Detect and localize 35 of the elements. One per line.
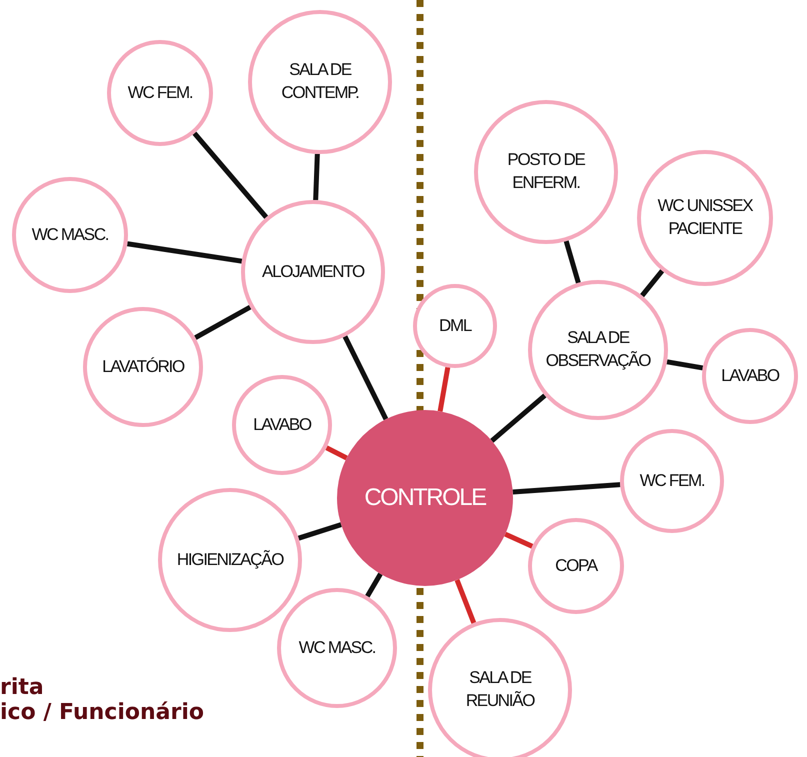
connector-line <box>194 304 252 340</box>
connector-line <box>313 154 320 200</box>
room-label: LAVATÓRIO <box>101 356 186 378</box>
room-label: WC UNISSEX PACIENTE <box>656 195 754 240</box>
connector-line <box>490 394 546 443</box>
connector-line <box>298 522 342 541</box>
connector-line <box>342 335 388 420</box>
connector-line <box>454 579 476 624</box>
room-label: LAVABO <box>720 364 780 387</box>
room-label: SALA DE OBSERVAÇÃO <box>544 327 652 372</box>
room-label: SALA DE CONTEMP. <box>280 59 360 104</box>
connector-line <box>640 269 664 298</box>
connector-line <box>126 241 242 264</box>
room-label: WC FEM. <box>126 82 194 104</box>
room-label: WC MASC. <box>298 636 376 659</box>
room-label: SALA DE REUNIÃO <box>464 667 536 712</box>
connector-line <box>192 132 268 219</box>
legend-text: ico / Funcionário <box>0 700 204 725</box>
room-label: WC MASC. <box>30 224 110 246</box>
legend-text: rita <box>0 675 44 700</box>
room-label: DML <box>438 314 472 337</box>
connector-line <box>365 572 383 598</box>
connector-line <box>512 482 620 494</box>
connector-line <box>325 446 348 460</box>
connector-line <box>438 366 450 412</box>
connector-line <box>564 240 581 284</box>
room-label: HIGIENIZAÇÃO <box>176 548 285 571</box>
room-label: CONTROLE <box>363 482 488 513</box>
room-label: POSTO DE ENFERM. <box>506 149 586 194</box>
room-label: WC FEM. <box>638 470 706 492</box>
connector-line <box>666 359 704 370</box>
room-label: ALOJAMENTO <box>261 260 366 283</box>
connector-line <box>504 532 534 549</box>
room-label: COPA <box>554 554 598 577</box>
room-label: LAVABO <box>252 414 312 436</box>
